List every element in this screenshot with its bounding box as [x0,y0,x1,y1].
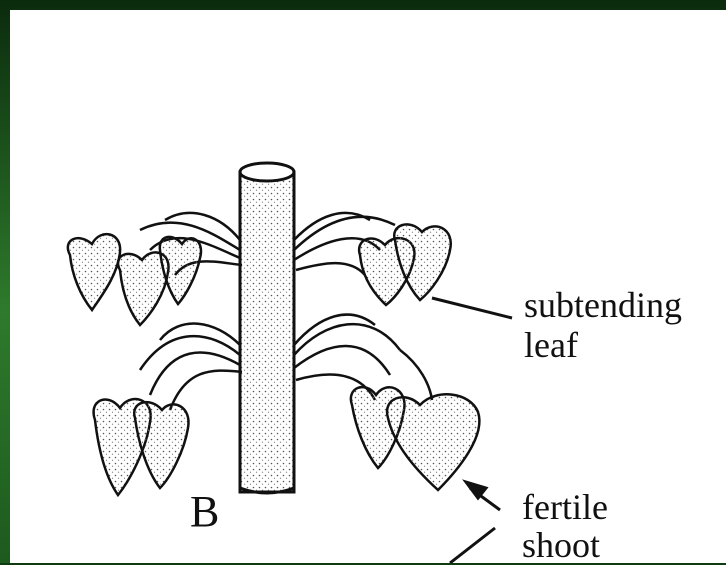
upper-right-leaves [359,224,451,305]
label-fertile: fertile [522,488,608,526]
lower-left-branch [140,324,242,410]
panel-letter: B [190,490,219,534]
subtending-leaf-pointer [432,298,512,318]
upper-left-leaves [68,234,201,325]
lower-left-leaves [94,399,189,495]
fertile-shoot-pointer [450,528,495,563]
main-stem [240,163,294,493]
fertile-shoot-arrowhead [466,482,486,498]
lower-right-leaves [351,387,480,490]
label-leaf: leaf [524,326,578,364]
label-subtending: subtending [524,286,682,324]
label-shoot: shoot [522,526,600,564]
